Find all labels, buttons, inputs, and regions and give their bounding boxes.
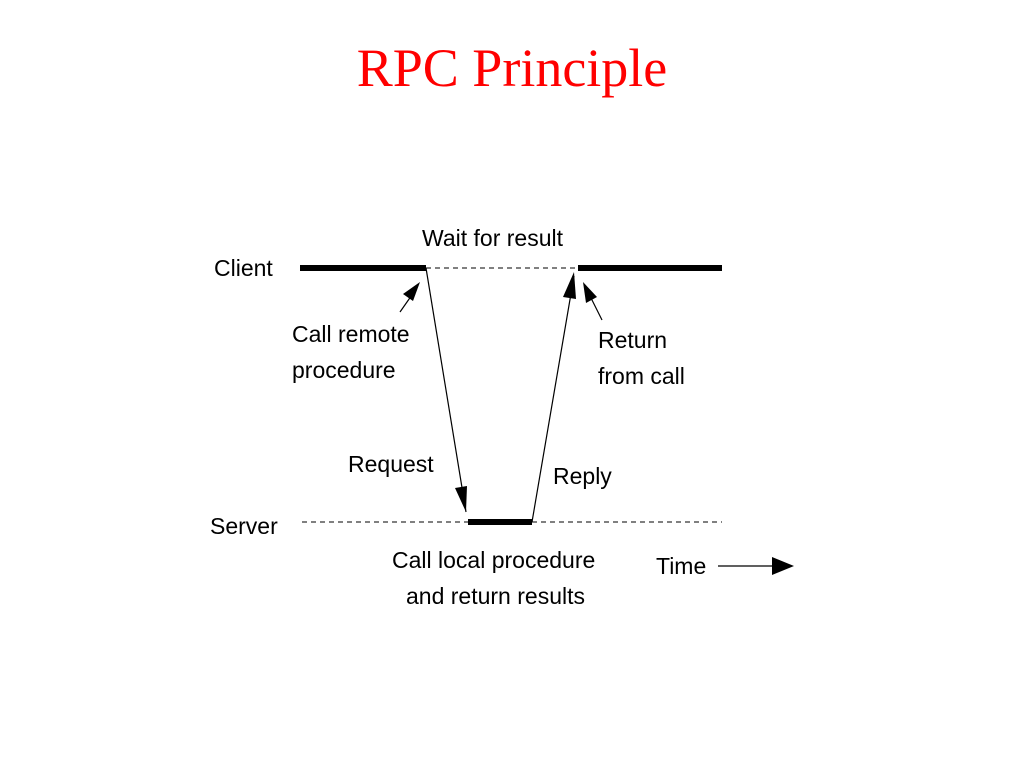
call-remote-label-line1: Call remote [292, 321, 410, 347]
reply-arrow [531, 275, 575, 523]
return-label-line2: from call [598, 363, 685, 389]
wait-for-result-label: Wait for result [422, 225, 564, 251]
server-label: Server [210, 513, 278, 539]
call-local-label-line1: Call local procedure [392, 547, 595, 573]
request-arrowhead [455, 486, 467, 512]
return-label-line1: Return [598, 327, 667, 353]
time-label: Time [656, 553, 706, 579]
call-remote-pointer-head [403, 282, 420, 301]
reply-label: Reply [553, 463, 612, 489]
call-remote-label-line2: procedure [292, 357, 396, 383]
call-local-label-line2: and return results [406, 583, 585, 609]
request-label: Request [348, 451, 434, 477]
request-arrow [425, 267, 467, 513]
return-pointer-head [583, 282, 597, 303]
time-arrowhead [772, 557, 794, 575]
return-pointer [589, 295, 603, 321]
reply-arrowhead [563, 272, 576, 299]
slide-title: RPC Principle [356, 38, 668, 98]
client-label: Client [214, 255, 273, 281]
